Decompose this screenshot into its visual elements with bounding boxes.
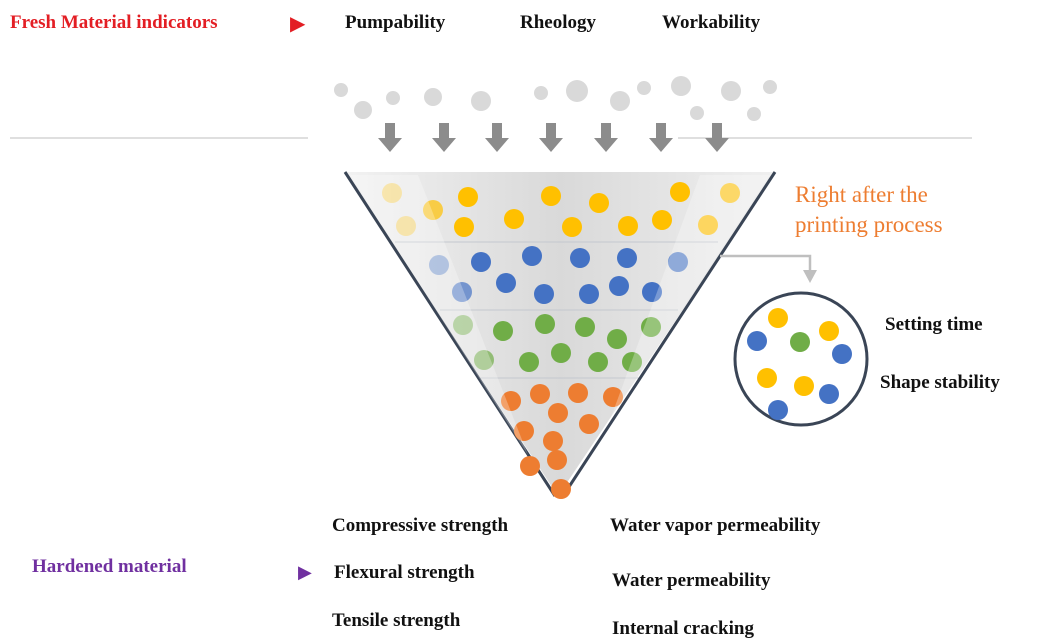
indicator-pumpability: Pumpability	[345, 12, 446, 33]
fresh-indicators-arrow-icon: ▶	[290, 13, 306, 35]
down-arrow-icon	[649, 123, 673, 152]
property-flexural-strength: Flexural strength	[334, 562, 475, 583]
funnel-right-edge	[561, 171, 777, 497]
property-internal-cracking: Internal cracking	[612, 618, 754, 639]
down-arrow-icon	[485, 123, 509, 152]
down-arrow-icon	[705, 123, 729, 152]
down-arrow-icon	[432, 123, 456, 152]
down-arrow-icon	[378, 123, 402, 152]
property-tensile-strength: Tensile strength	[332, 610, 461, 631]
fresh-indicators-title: Fresh Material indicators	[10, 12, 218, 33]
incoming-particles	[334, 76, 777, 121]
layer-dividers	[395, 241, 718, 379]
funnel-left-edge	[343, 171, 557, 497]
layer-orange-particles	[501, 383, 623, 499]
property-water-vapor-permeability: Water vapor permeability	[610, 515, 821, 536]
zoom-connector-line	[720, 254, 812, 272]
zoom-inset-particles	[747, 308, 852, 420]
zoom-connector-arrowhead-icon	[803, 270, 817, 283]
indicator-workability: Workability	[662, 12, 761, 33]
indicator-rheology: Rheology	[520, 12, 596, 33]
funnel-body	[345, 172, 775, 496]
hardened-material-arrow-icon: ▶	[298, 562, 312, 582]
funnel-left-highlight	[350, 175, 528, 455]
down-arrow-icon	[594, 123, 618, 152]
hardened-material-title: Hardened material	[32, 556, 187, 577]
property-water-permeability: Water permeability	[612, 570, 771, 591]
property-shape-stability: Shape stability	[880, 372, 1000, 393]
layer-green-particles	[453, 314, 661, 372]
flow-arrows	[378, 123, 729, 152]
layer-blue-particles	[429, 246, 688, 304]
process-stage-label-line1: Right after the	[795, 182, 928, 207]
funnel-right-highlight	[610, 175, 770, 420]
layer-yellow-particles	[382, 182, 740, 237]
process-stage-label: Right after the printing process	[795, 180, 943, 240]
property-compressive-strength: Compressive strength	[332, 515, 509, 536]
property-setting-time: Setting time	[885, 314, 983, 335]
process-stage-label-line2: printing process	[795, 212, 943, 237]
down-arrow-icon	[539, 123, 563, 152]
